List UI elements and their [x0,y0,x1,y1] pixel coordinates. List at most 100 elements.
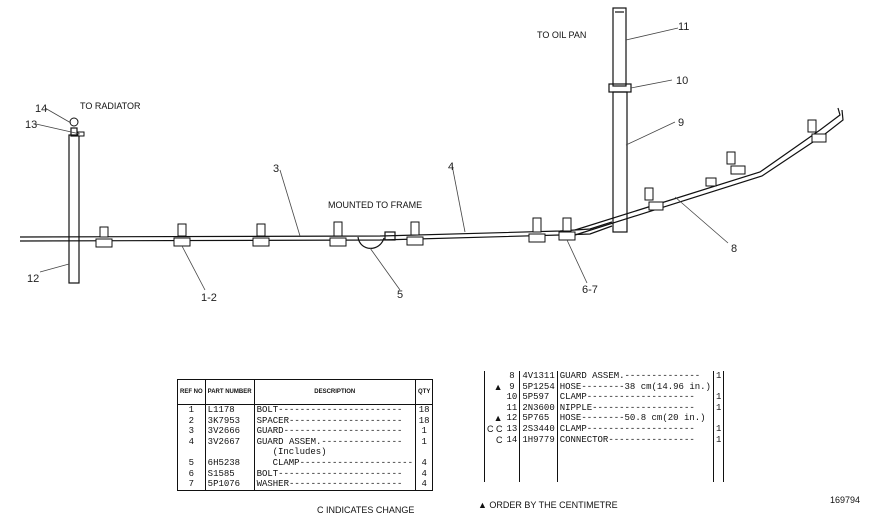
description-cell: CLAMP-------------------- [557,423,714,435]
empty-cell [504,445,521,483]
callout-1-2: 1-2 [201,292,217,304]
callout-11: 11 [678,21,689,33]
change-mark-cell: ▲ [493,381,503,392]
description-cell: GUARD ASSEM.-------------- [557,371,714,382]
qty-cell: 1 [713,402,725,414]
bolt [95,226,113,248]
ref-cell: 11 [504,402,521,414]
bolt [252,223,270,247]
part-number-cell: 3V2666 [205,426,255,437]
empty-cell [519,445,558,483]
ref-cell [177,447,206,458]
ref-cell: 3 [177,426,206,437]
header-qty: QTY [415,379,433,405]
callout-14: 14 [35,103,47,115]
connector-14 [69,117,85,137]
callout-4: 4 [448,161,454,173]
callout-5: 5 [397,289,403,301]
table-header-row: REF NO PART NUMBER DESCRIPTION QTY [177,379,433,405]
header-description: DESCRIPTION [254,379,417,405]
description-cell: BOLT----------------------- [254,468,417,480]
table-row: (Includes) [177,447,433,458]
change-mark-cell [485,392,505,403]
part-number-cell: 6H5238 [205,457,255,469]
oil-pan-hose [612,91,628,233]
bolt [406,221,424,246]
part-number-cell: 5P765 [519,413,558,424]
description-cell: GUARD---------------------- [254,426,417,437]
to-oil-pan-label: TO OIL PAN [537,30,586,40]
ref-cell: 7 [177,479,206,491]
qty-cell: 1 [421,436,427,447]
ref-cell: 9 [504,381,521,393]
description-cell: GUARD ASSEM.--------------- [254,436,417,448]
qty-cell [713,381,725,393]
empty-cell [713,445,725,483]
description-cell: NIPPLE------------------- [557,402,714,414]
qty-cell: 4 [421,468,427,479]
qty-cell [713,413,725,424]
qty-cell: 1 [713,392,725,403]
ref-cell: 5 [177,457,206,469]
header-ref-no: REF NO [177,379,206,405]
ref-cell: 12 [504,413,521,424]
bolt [705,177,717,187]
part-number-cell: L1178 [205,404,255,416]
ref-cell: 2 [177,415,206,427]
qty-cell: 1 [713,434,725,446]
part-number-cell: 1H9779 [519,434,558,446]
part-number-cell: 5P597 [519,392,558,403]
guard-line [19,221,613,238]
bolt [173,223,191,247]
description-cell: CLAMP--------------------- [254,457,417,469]
qty-cell: 1 [713,423,725,435]
mounted-to-frame-label: MOUNTED TO FRAME [328,200,422,210]
description-cell: BOLT----------------------- [254,404,417,416]
callout-6-7: 6-7 [582,284,598,296]
header-part-number: PART NUMBER [205,379,255,405]
change-mark-cell: C [496,434,503,445]
oil-pan-clamp [608,83,632,93]
table-spacer-row [485,445,725,483]
empty-cell [485,445,505,482]
ref-cell: 10 [504,392,521,403]
qty-cell: 18 [418,405,430,415]
illustration-number: 169794 [830,495,861,505]
change-mark-cell [485,371,505,382]
part-number-cell: 5P1254 [519,381,558,393]
part-number-cell [205,447,255,458]
order-note: ▲ ORDER BY THE CENTIMETRE [478,500,618,510]
description-cell: CONNECTOR---------------- [557,434,714,446]
part-number-cell: 2N3600 [519,402,558,414]
empty-cell [557,445,714,483]
description-cell: WASHER--------------------- [254,479,417,491]
change-note: C INDICATES CHANGE [317,505,415,515]
clamp-5 [357,236,385,249]
description-cell: SPACER--------------------- [254,415,417,427]
callout-13: 13 [25,119,37,131]
bolt [528,217,546,243]
change-mark-cell: C C [487,423,503,434]
callout-9: 9 [678,117,684,129]
callout-8: 8 [731,243,737,255]
bolt [558,217,576,241]
part-number-cell: 3V2667 [205,436,255,448]
callout-10: 10 [676,75,688,87]
bolt-group [69,117,827,248]
qty-cell: 4 [421,479,427,490]
bolt [726,151,746,175]
